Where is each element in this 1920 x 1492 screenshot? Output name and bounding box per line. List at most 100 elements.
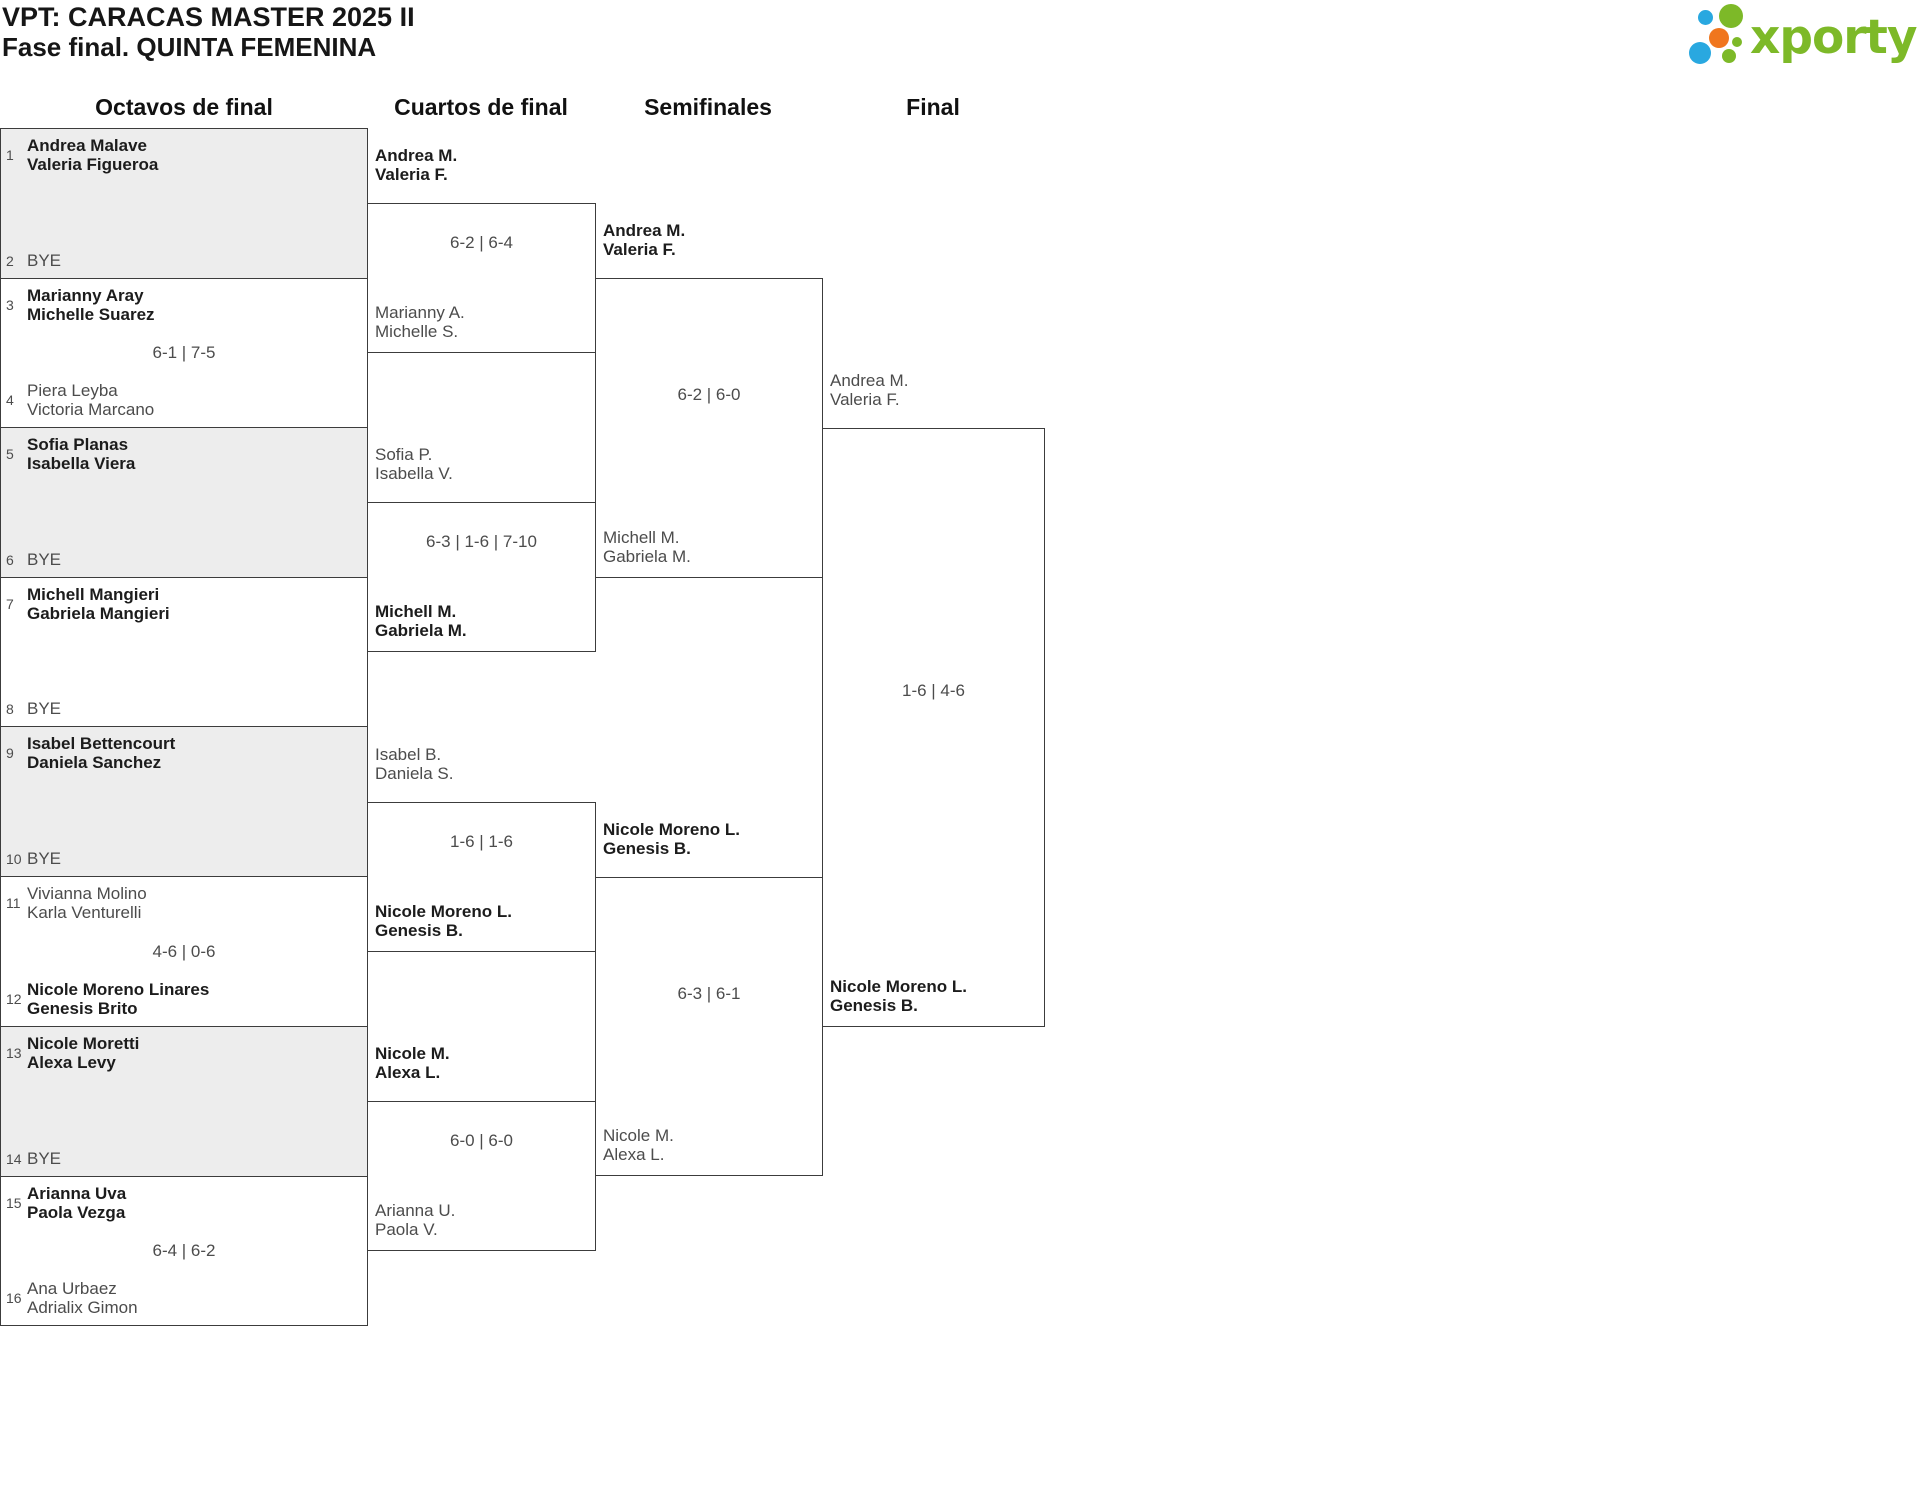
seed-number: 12 xyxy=(6,991,22,1007)
player-name: Valeria F. xyxy=(830,390,900,409)
player-name: BYE xyxy=(27,849,62,868)
logo-dot-blue-small-icon xyxy=(1698,10,1713,25)
team-names: Nicole M.Alexa L. xyxy=(603,1126,674,1164)
player-name: BYE xyxy=(27,699,62,718)
player-name: Genesis Brito xyxy=(27,999,138,1018)
seed-number: 7 xyxy=(6,596,14,612)
player-name: Michelle S. xyxy=(375,322,459,341)
tournament-title: VPT: CARACAS MASTER 2025 II xyxy=(2,2,415,32)
match-box-sf-2: Nicole Moreno L.Genesis B. 6-3 | 6-1 Nic… xyxy=(595,820,823,1176)
match-score: 6-0 | 6-0 xyxy=(449,1131,513,1150)
player-name: BYE xyxy=(27,550,62,569)
match-score: 6-3 | 6-1 xyxy=(677,984,741,1003)
logo-dot-green-large-icon xyxy=(1719,4,1743,28)
player-name: Gabriela M. xyxy=(603,547,691,566)
seed-number: 10 xyxy=(6,850,22,867)
player-name: Genesis B. xyxy=(603,839,691,858)
player-name: Vivianna Molino xyxy=(27,884,147,903)
team-row: 6 BYE xyxy=(1,550,361,569)
team-names: Nicole Moreno L.Genesis B. xyxy=(830,977,967,1015)
team-names: Marianny A.Michelle S. xyxy=(375,303,465,341)
team-names: Arianna U.Paola V. xyxy=(375,1201,455,1239)
player-name: Marianny Aray xyxy=(27,286,144,305)
team-names: BYE xyxy=(27,251,61,270)
player-name: Andrea M. xyxy=(830,371,909,390)
player-name: Ana Urbaez xyxy=(27,1279,117,1298)
seed-number: 2 xyxy=(6,252,14,269)
player-name: Genesis B. xyxy=(830,996,918,1015)
player-name: Nicole Moreno L. xyxy=(603,820,740,839)
player-name: Nicole Moreno L. xyxy=(375,902,512,921)
team-names: Nicole Moreno L.Genesis B. xyxy=(375,902,512,940)
seed-number: 16 xyxy=(6,1290,22,1306)
team-names: BYE xyxy=(27,1149,61,1168)
seed-number: 3 xyxy=(6,297,14,313)
team-names: Nicole M.Alexa L. xyxy=(375,1044,450,1082)
seed-number: 11 xyxy=(6,895,21,911)
player-name: Karla Venturelli xyxy=(27,903,142,922)
team-row: 2 BYE xyxy=(1,251,361,270)
player-name: Sofia P. xyxy=(375,445,433,464)
logo-wordmark: xporty xyxy=(1750,10,1918,65)
team-names: Andrea M.Valeria F. xyxy=(375,146,457,184)
player-name: Isabella V. xyxy=(375,464,453,483)
seed-number: 9 xyxy=(6,745,14,761)
seed-number: 4 xyxy=(6,392,14,408)
round-header-final: Final xyxy=(906,94,960,120)
match-box-qf-2: Sofia P.Isabella V. 6-3 | 1-6 | 7-10 Mic… xyxy=(367,445,596,652)
team-names: Nicole Moreno L.Genesis B. xyxy=(603,820,740,858)
team-names: BYE xyxy=(27,550,61,569)
match-box-final: Andrea M.Valeria F. 1-6 | 4-6 Nicole Mor… xyxy=(822,371,1045,1027)
player-name: Michelle Suarez xyxy=(27,305,155,324)
player-name: Isabel B. xyxy=(375,745,442,764)
logo-dot-blue-large-icon xyxy=(1689,42,1711,64)
match-box-qf-3: Isabel B.Daniela S. 1-6 | 1-6 Nicole Mor… xyxy=(367,745,596,952)
player-name: Adrialix Gimon xyxy=(27,1298,138,1317)
seed-number: 14 xyxy=(6,1150,22,1167)
match-box-sf-1: Andrea M.Valeria F. 6-2 | 6-0 Michell M.… xyxy=(595,221,823,578)
logo-dot-green-tiny-icon xyxy=(1732,37,1742,47)
logo-dot-orange-icon xyxy=(1709,28,1729,48)
player-name: Piera Leyba xyxy=(27,381,118,400)
player-name: Arianna U. xyxy=(375,1201,456,1220)
player-name: Valeria F. xyxy=(603,240,676,259)
player-name: Andrea M. xyxy=(375,146,458,165)
player-name: Michell M. xyxy=(603,528,680,547)
team-row: 10 BYE xyxy=(1,849,361,868)
logo-dot-green-small-icon xyxy=(1722,49,1736,63)
player-name: Andrea Malave xyxy=(27,136,147,155)
team-names: BYE xyxy=(27,699,61,718)
team-names: Isabel B.Daniela S. xyxy=(375,745,453,783)
player-name: Alexa L. xyxy=(375,1063,441,1082)
player-name: Sofia Planas xyxy=(27,435,129,454)
seed-number: 8 xyxy=(6,700,14,717)
player-name: BYE xyxy=(27,1149,62,1168)
xporty-logo: xporty xyxy=(1688,2,1918,74)
player-name: Andrea M. xyxy=(603,221,686,240)
phase-subtitle: Fase final. QUINTA FEMENINA xyxy=(2,32,377,62)
player-name: Gabriela Mangieri xyxy=(27,604,170,623)
match-box-qf-4: Nicole M.Alexa L. 6-0 | 6-0 Arianna U.Pa… xyxy=(367,1044,596,1251)
player-name: Valeria F. xyxy=(375,165,448,184)
